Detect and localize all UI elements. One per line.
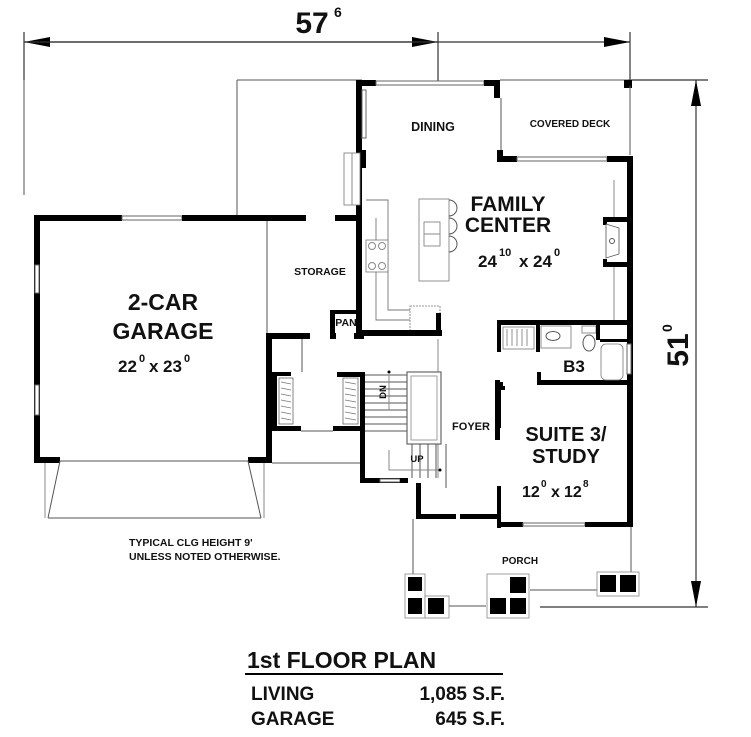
svg-text:22: 22 [118,357,137,376]
porch [404,519,640,619]
suite-name-line1: SUITE 3/ [525,424,607,446]
area-living-value: 1,085 S.F. [419,684,505,705]
svg-text:10: 10 [499,247,511,259]
storage-walls [266,80,364,339]
area-living-label: LIVING [251,684,314,705]
family-center-name-line1: FAMILY [470,193,545,216]
svg-text:x: x [149,357,159,376]
svg-text:24: 24 [533,252,552,271]
area-garage-label: GARAGE [251,709,334,730]
plan-title: 1st FLOOR PLAN [247,647,436,673]
suite-size: 12 0 x 12 8 [522,479,589,501]
area-garage-value: 645 S.F. [435,709,505,730]
mudroom-closets [271,339,365,464]
kitchen-counters [362,199,442,336]
depth-dimension-value: 51 [662,333,695,366]
ceiling-note-line2: UNLESS NOTED OTHERWISE. [129,551,281,563]
bath-label: B3 [563,357,585,376]
pantry-label: PAN [335,317,356,329]
storage-label: STORAGE [294,266,346,278]
svg-text:12: 12 [522,484,540,501]
bath-walls [497,320,633,385]
svg-text:12: 12 [564,484,582,501]
foyer-label: FOYER [452,421,490,433]
garage-apron [44,460,265,519]
covered-deck-label: COVERED DECK [530,119,611,130]
svg-text:23: 23 [163,357,182,376]
svg-text:8: 8 [583,479,589,490]
stairs-up-label: UP [410,454,424,465]
garage-name-line2: GARAGE [113,318,214,344]
suite-name-line2: STUDY [532,446,600,468]
family-center-name-line2: CENTER [465,214,551,237]
svg-text:0: 0 [139,353,145,365]
kitchen-island [418,198,458,282]
garage-walls [34,215,306,463]
depth-dimension [628,79,708,608]
svg-text:0: 0 [184,353,190,365]
svg-text:0: 0 [554,247,560,259]
dining-side-bench [343,152,361,206]
svg-text:0: 0 [541,479,547,490]
svg-text:24: 24 [478,252,497,271]
outline-lines [23,79,632,215]
dining-label: DINING [411,120,455,134]
garage-size: 22 0 x 23 0 [118,353,190,376]
fireplace [603,180,629,320]
width-dimension-value: 57 [295,7,328,40]
svg-text:x: x [551,484,560,501]
porch-label: PORCH [502,556,538,567]
family-center-size: 24 10 x 24 0 [478,247,560,271]
svg-text:x: x [519,252,529,271]
stairs-down-label: DN [378,385,389,399]
depth-dimension-sup: 0 [659,324,675,332]
ceiling-note-line1: TYPICAL CLG HEIGHT 9' [129,537,253,549]
width-dimension-sup: 6 [334,4,342,20]
garage-name-line1: 2-CAR [128,289,199,315]
staircase[interactable] [365,370,447,489]
